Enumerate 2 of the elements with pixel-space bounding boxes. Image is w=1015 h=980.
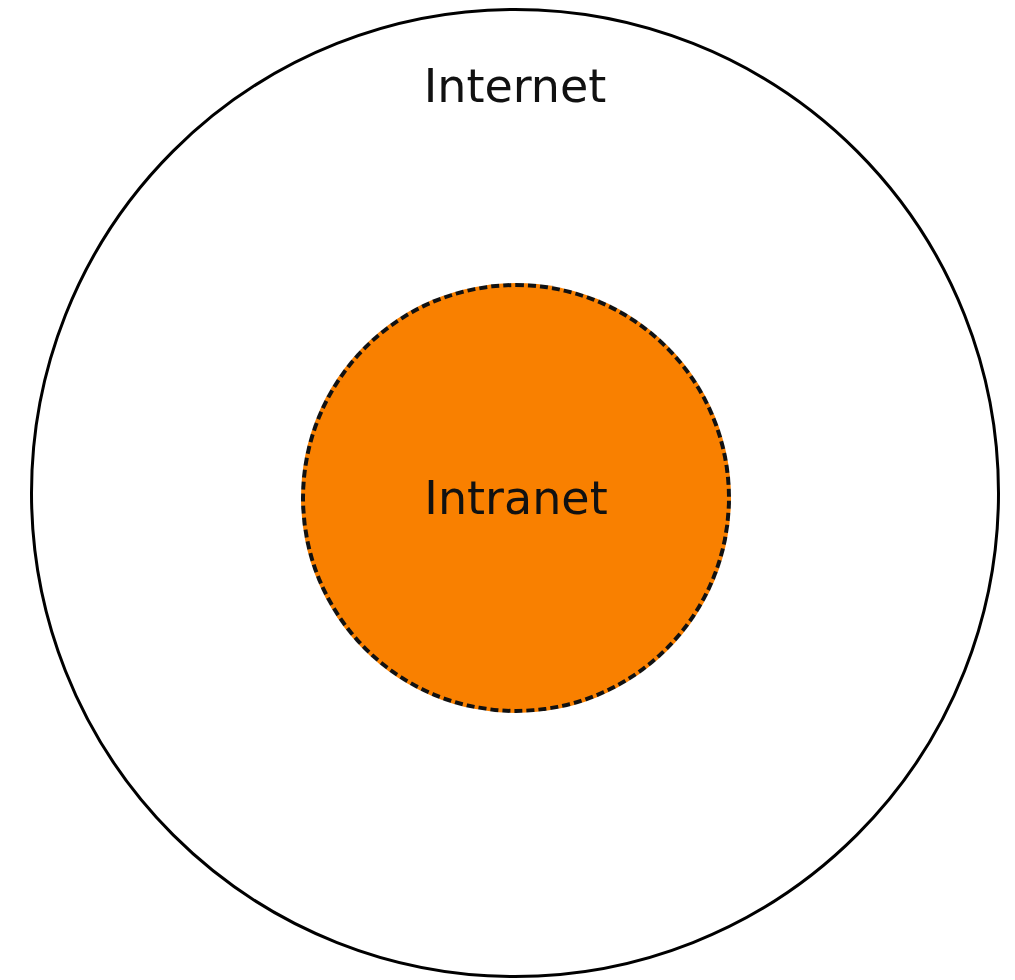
network-label: Intranet xyxy=(424,475,608,521)
network-label: Internet xyxy=(423,63,607,109)
